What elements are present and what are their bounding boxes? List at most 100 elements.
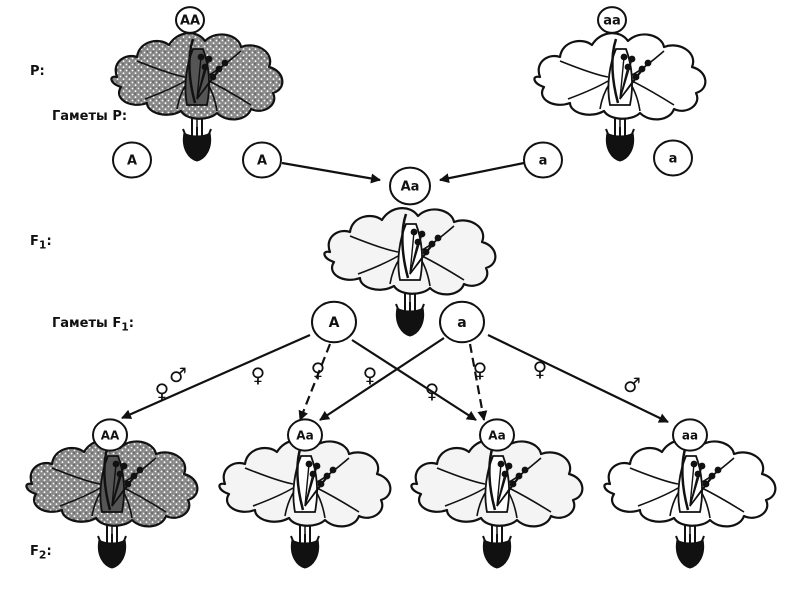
arrow-gamete-a-recessive-to-f1 [439, 161, 525, 184]
anther [410, 228, 418, 236]
symbol-female-5: ♀ [425, 379, 440, 403]
label-f1-sub: 1 [38, 238, 47, 252]
anther [313, 462, 321, 470]
arrow-a-to-f2-2 [319, 337, 445, 421]
anther [221, 59, 229, 67]
label-gametes-f1-colon: : [128, 316, 134, 331]
calyx [395, 307, 425, 337]
genotype-p-right-label: aa [603, 14, 621, 29]
genotype-f2-2-label: Aa [296, 428, 313, 442]
anther [521, 466, 529, 474]
anther [428, 240, 436, 248]
f2-flower-3 [410, 439, 584, 569]
symbol-female-2: ♀ [251, 363, 266, 387]
arrow-gamete-a-to-f1 [281, 161, 381, 184]
arrow-A-to-f2-3 [351, 339, 477, 421]
anther [434, 234, 442, 242]
gamete-p-3: a [523, 141, 563, 179]
genotype-f2-3: Aa [479, 418, 515, 452]
anther [305, 460, 313, 468]
arrow-A-to-f2-1 [121, 333, 311, 420]
pistil [681, 445, 690, 511]
pistil [488, 445, 497, 511]
anther [644, 59, 652, 67]
anther [515, 472, 523, 480]
anther [215, 65, 223, 73]
label-f1-colon: : [46, 234, 52, 249]
symbol-female-7: ♀ [533, 357, 548, 381]
anther [130, 472, 138, 480]
genotype-p-left-label: AA [180, 14, 200, 29]
label-f2-colon: : [46, 544, 52, 559]
f2-flower-1 [25, 439, 199, 569]
arrow-a-to-f2-3 [468, 343, 488, 421]
label-f2-text: F [30, 544, 39, 559]
parent-flower-dominant [110, 32, 284, 162]
calyx [675, 539, 705, 569]
label-p: P: [30, 64, 45, 79]
arrow-a-to-f2-4 [487, 334, 669, 423]
pistil [611, 38, 620, 104]
flowers-layer [25, 32, 777, 569]
genotype-p-right: aa [597, 6, 627, 34]
pistil [401, 213, 410, 279]
anther [638, 65, 646, 73]
label-p-text: P: [30, 64, 45, 79]
anther [136, 466, 144, 474]
gamete-p-2-label: A [257, 154, 267, 169]
gamete-p-4: a [653, 139, 693, 177]
anther [112, 460, 120, 468]
sex-symbols-layer: ♀♂♀♀♀♀♀♀♂ [155, 357, 641, 403]
genotype-f1: Aa [389, 166, 431, 206]
anther [620, 53, 628, 61]
anther [329, 466, 337, 474]
genotype-f2-1-label: AA [101, 428, 120, 442]
anther [418, 230, 426, 238]
arrows-layer [121, 161, 669, 423]
label-f2-sub: 2 [38, 548, 47, 562]
f2-flower-2 [218, 439, 392, 569]
symbol-female-6: ♀ [473, 358, 488, 382]
anther [714, 466, 722, 474]
symbol-male-2: ♂ [623, 373, 641, 397]
genotype-f2-4: aa [672, 418, 708, 452]
label-f1-text: F [30, 234, 39, 249]
gamete-p-3-label: a [539, 154, 548, 169]
symbol-male-1: ♂ [169, 363, 187, 387]
anther [628, 55, 636, 63]
symbol-female-1: ♀ [155, 379, 170, 403]
gamete-p-2: A [242, 141, 282, 179]
gamete-p-1: A [112, 141, 152, 179]
calyx [182, 132, 212, 162]
arrow-A-to-f2-2 [298, 343, 332, 421]
f2-flower-4 [603, 439, 777, 569]
gamete-f1-dominant-label: A [329, 315, 340, 331]
genotype-f2-1: AA [92, 418, 128, 452]
anther [698, 462, 706, 470]
label-gametes-p-text: Гаметы P: [52, 109, 128, 124]
genotype-f1-label: Aa [401, 180, 420, 195]
gamete-f1-recessive-label: a [457, 315, 466, 331]
genotype-f2-2: Aa [287, 418, 323, 452]
label-f1: F1: [30, 234, 52, 252]
anther [323, 472, 331, 480]
label-gametes-f1-sub: 1 [121, 320, 129, 334]
gamete-p-1-label: A [127, 154, 137, 169]
anther [708, 472, 716, 480]
anther [120, 462, 128, 470]
anther [197, 53, 205, 61]
anther [505, 462, 513, 470]
symbol-female-3: ♀ [311, 358, 326, 382]
gamete-p-4-label: a [669, 152, 678, 167]
anther [205, 55, 213, 63]
parent-flower-recessive [533, 32, 707, 162]
calyx [482, 539, 512, 569]
gamete-f1-dominant: A [311, 300, 357, 344]
label-gametes-f1-text: Гаметы F [52, 316, 122, 331]
calyx [605, 132, 635, 162]
gamete-f1-recessive: a [439, 300, 485, 344]
label-gametes-f1: Гаметы F1: [52, 316, 134, 334]
genotype-f2-4-label: aa [682, 428, 698, 442]
